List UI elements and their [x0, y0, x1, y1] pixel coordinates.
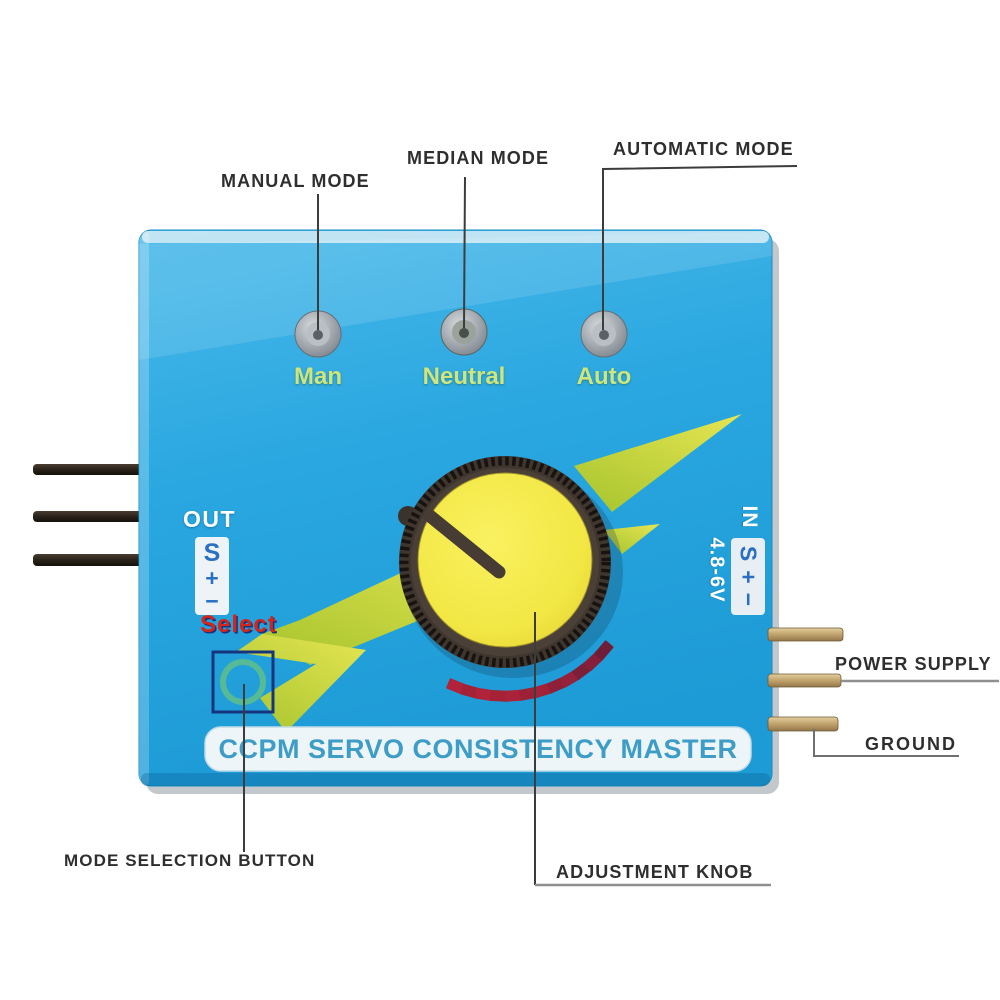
knob-yellow-cap — [417, 472, 593, 648]
led-label-neutral: Neutral — [422, 363, 506, 390]
callout-adjustment-knob: ADJUSTMENT KNOB — [556, 862, 754, 882]
in-pin-minus: − — [735, 592, 762, 607]
callout-automatic-mode: AUTOMATIC MODE — [613, 139, 794, 159]
in-label: IN — [738, 505, 761, 529]
in-pin-plus: + — [735, 570, 762, 584]
bottom-edge-shading — [141, 773, 770, 786]
in-connector-pins — [767, 627, 844, 732]
callout-manual-mode: MANUAL MODE — [221, 171, 370, 191]
knob-pointer — [423, 509, 506, 579]
left-edge-highlight — [139, 230, 149, 786]
led-label-man: Man — [294, 363, 342, 390]
out-pin-plus: + — [205, 565, 219, 591]
led-neutral — [440, 308, 488, 356]
gauge-tick-arc — [446, 640, 614, 702]
select-label: Select — [200, 611, 277, 638]
out-pin-plate — [195, 537, 229, 615]
out-connector-pins — [33, 464, 146, 566]
callout-power-supply: POWER SUPPLY — [835, 654, 992, 674]
out-pin-minus: − — [205, 588, 219, 614]
led-label-auto: Auto — [576, 363, 632, 390]
adjustment-knob[interactable] — [398, 456, 623, 678]
in-pin-labels: S + − — [735, 546, 762, 606]
callout-median-mode: MEDIAN MODE — [407, 148, 550, 168]
callout-ground: GROUND — [865, 734, 957, 754]
brand-banner-plate — [204, 726, 752, 772]
in-pin-signal: S — [735, 545, 762, 562]
knob-knurl-teeth — [399, 456, 611, 668]
led-auto — [580, 310, 628, 358]
out-pin-signal: S — [203, 539, 221, 567]
led-manual — [294, 310, 342, 358]
brand-banner: CCPM SERVO CONSISTENCY MASTER — [218, 733, 738, 764]
callout-mode-selection-button: MODE SELECTION BUTTON — [64, 851, 316, 870]
input-voltage-label: 4.8-6V — [705, 537, 728, 603]
in-pin-plate — [731, 538, 765, 615]
out-pin-labels: S + − — [195, 537, 229, 615]
out-label: OUT — [183, 506, 237, 532]
